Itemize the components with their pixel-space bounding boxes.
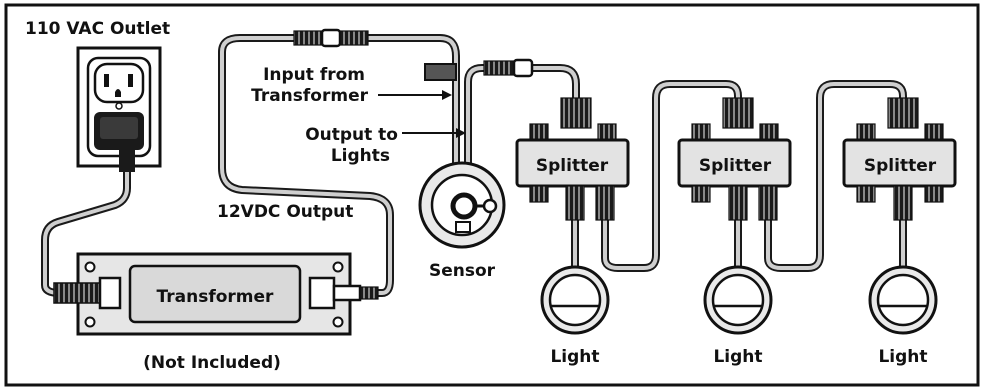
input-from-label: Input from: [263, 65, 365, 85]
splitter-3: [842, 97, 957, 221]
light-1: [540, 265, 610, 335]
output-arrow: [402, 128, 466, 138]
input-transformer-label: Transformer: [251, 86, 369, 106]
light-1-label: Light: [550, 347, 599, 367]
dc-cable-connector: [293, 28, 369, 48]
wall-outlet: [76, 46, 162, 172]
sensor-device: [418, 161, 506, 249]
light-2-label: Light: [713, 347, 762, 367]
outlet-label: 110 VAC Outlet: [25, 19, 170, 39]
splitter-2: [677, 97, 792, 221]
sensor-label: Sensor: [429, 261, 496, 281]
splitter-2-label: Splitter: [699, 156, 772, 176]
light-3: [868, 265, 938, 335]
output-to-label: Output to: [305, 125, 398, 145]
cables: [41, 34, 907, 297]
input-arrow: [378, 90, 452, 100]
splitter-3-label: Splitter: [864, 156, 937, 176]
light-3-label: Light: [878, 347, 927, 367]
dc-output-label: 12VDC Output: [217, 202, 353, 222]
splitter-1: [515, 97, 630, 221]
splitter-1-label: Splitter: [536, 156, 609, 176]
transformer-unit: [53, 252, 379, 336]
input-cable-tag: [424, 63, 457, 81]
not-included-label: (Not Included): [143, 353, 281, 373]
sensor-output-connector: [483, 58, 534, 78]
output-lights-label: Lights: [331, 146, 390, 166]
light-2: [703, 265, 773, 335]
transformer-label: Transformer: [157, 287, 275, 307]
